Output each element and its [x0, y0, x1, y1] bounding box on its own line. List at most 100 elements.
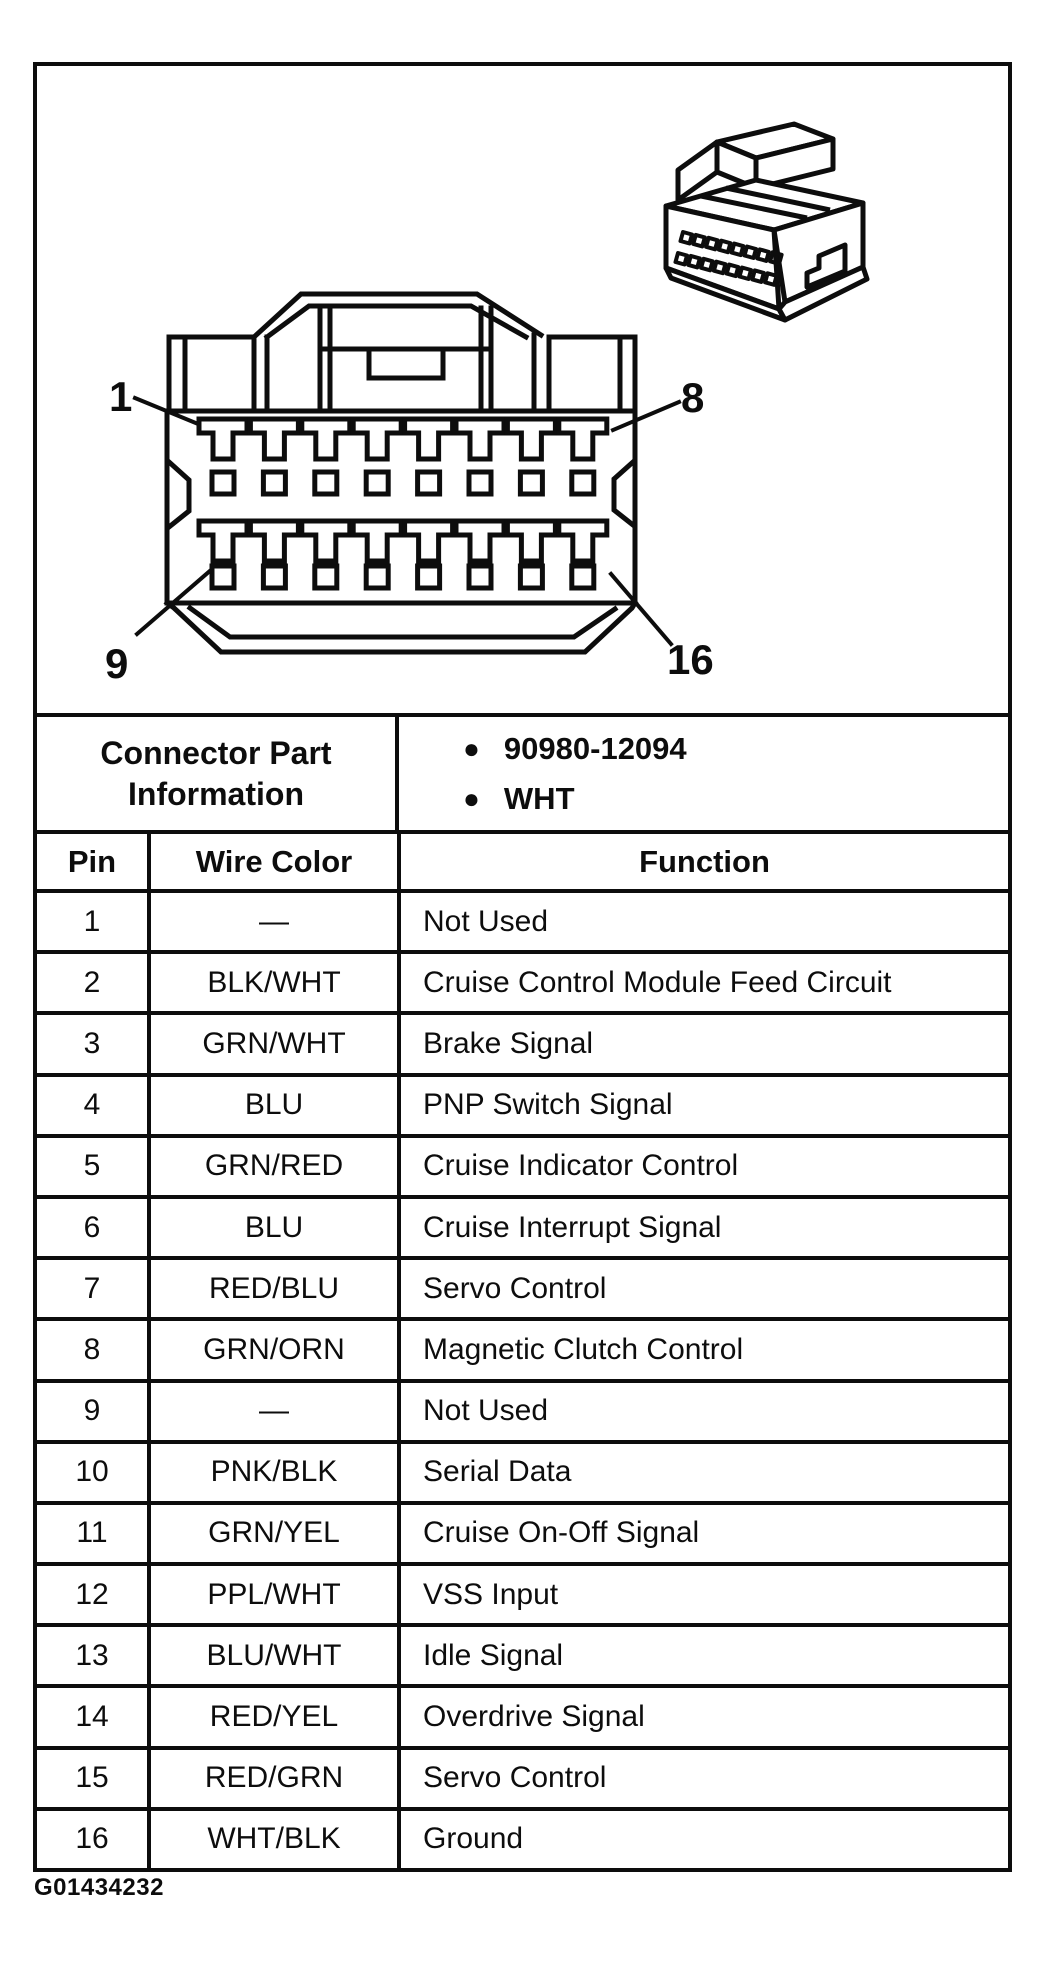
pin-cavity [350, 518, 404, 564]
header-function: Function [639, 843, 770, 879]
callout-pin1: 1 [109, 373, 132, 420]
left-key-tab [165, 458, 192, 531]
function-cell: Serial Data [423, 1455, 572, 1489]
pin-cell: 3 [37, 1015, 151, 1073]
function-cell: Idle Signal [423, 1638, 564, 1672]
index-hole [415, 469, 443, 497]
callout-leader [134, 567, 214, 637]
function-cell: Servo Control [423, 1271, 607, 1305]
connector-drawing: 1 8 9 16 [105, 121, 870, 687]
iso-bottom-right [776, 264, 870, 323]
callout-pin8: 8 [681, 374, 704, 421]
pin-grid [196, 416, 610, 591]
pin-cell: 13 [37, 1627, 151, 1685]
part-number: 90980-12094 [503, 730, 687, 766]
index-hole [209, 469, 237, 497]
function-cell: Ground [423, 1822, 524, 1856]
wire-color-cell: BLU/WHT [151, 1627, 401, 1685]
wire-color-cell: RED/GRN [151, 1749, 401, 1807]
hull-inner [186, 604, 619, 640]
wire-color-cell: — [151, 893, 401, 951]
pin-cavity [299, 518, 353, 564]
pin-cavity [453, 518, 507, 564]
part-info-item: ● 90980-12094 [463, 731, 1008, 767]
iso-terminal-hole [750, 268, 766, 284]
function-cell: Magnetic Clutch Control [423, 1332, 744, 1366]
part-info-label: Connector Part Information [37, 717, 399, 830]
table-row: 1—Not Used [37, 889, 1008, 951]
iso-terminal-hole [737, 265, 753, 281]
index-hole [363, 563, 391, 591]
pin-cell: 1 [37, 893, 151, 951]
pin-cavity [299, 416, 353, 462]
pin-cavity [350, 416, 404, 462]
wire-color-cell: BLK/WHT [151, 954, 401, 1012]
index-hole [466, 469, 494, 497]
wire-color-cell: PNK/BLK [151, 1443, 401, 1501]
connector-iso-view [663, 121, 870, 323]
function-cell: Cruise Indicator Control [423, 1149, 739, 1183]
bullet-icon: ● [463, 732, 480, 764]
index-hole [312, 469, 340, 497]
index-hole [260, 563, 288, 591]
function-cell: Cruise Control Module Feed Circuit [423, 965, 892, 999]
function-cell: Brake Signal [423, 1026, 594, 1060]
function-cell: Overdrive Signal [423, 1700, 645, 1734]
iso-terminal-hole [755, 247, 771, 263]
right-key-tab [611, 458, 637, 529]
pin-cell: 11 [37, 1504, 151, 1563]
iso-terminal-hole [673, 251, 689, 267]
function-cell: Cruise Interrupt Signal [423, 1210, 722, 1244]
housing-right-block [546, 334, 638, 414]
wire-color-cell: GRN/RED [151, 1137, 401, 1195]
wire-color-cell: BLU [151, 1198, 401, 1257]
pin-cell: 2 [37, 954, 151, 1012]
bullet-icon: ● [463, 782, 480, 814]
index-hole [517, 563, 545, 591]
iso-right-notch [804, 242, 848, 290]
wire-color-cell: RED/YEL [151, 1688, 401, 1746]
iso-terminal-hole [763, 271, 779, 287]
figure-code: G01434232 [34, 1874, 164, 1901]
figure-frame: 1 8 9 16 Connector Part Information [33, 62, 1012, 1872]
part-info-values: ● 90980-12094 ● WHT [399, 717, 1008, 830]
function-cell: VSS Input [423, 1577, 559, 1611]
index-hole [466, 563, 494, 591]
function-cell: PNP Switch Signal [423, 1088, 673, 1122]
wire-color-cell: GRN/WHT [151, 1015, 401, 1073]
wire-color-cell: GRN/ORN [151, 1321, 401, 1379]
pin-cavity [247, 416, 301, 462]
part-info-item: ● WHT [463, 781, 1008, 817]
function-cell: Servo Control [423, 1761, 607, 1795]
index-hole [517, 469, 545, 497]
pin-cavity [196, 518, 250, 564]
iso-terminal-hole [686, 253, 702, 270]
pin-cavity [504, 416, 558, 462]
pin-cavity [196, 416, 250, 462]
pin-cell: 5 [37, 1137, 151, 1195]
iso-terminal-hole [699, 256, 715, 273]
iso-terminal-hole [711, 259, 728, 276]
function-cell: Not Used [423, 1394, 549, 1428]
iso-terminal-hole [691, 232, 707, 249]
function-cell: Cruise On-Off Signal [423, 1516, 700, 1550]
housing-outline [166, 291, 545, 414]
pin-cell: 7 [37, 1260, 151, 1318]
wire-color-cell: RED/BLU [151, 1260, 401, 1318]
pin-cavity [556, 416, 610, 462]
iso-terminal-hole [768, 250, 784, 266]
callout-pin9: 9 [105, 640, 128, 687]
pin-table: Connector Part Information ● 90980-12094… [37, 713, 1008, 1868]
wire-color-cell: — [151, 1382, 401, 1440]
